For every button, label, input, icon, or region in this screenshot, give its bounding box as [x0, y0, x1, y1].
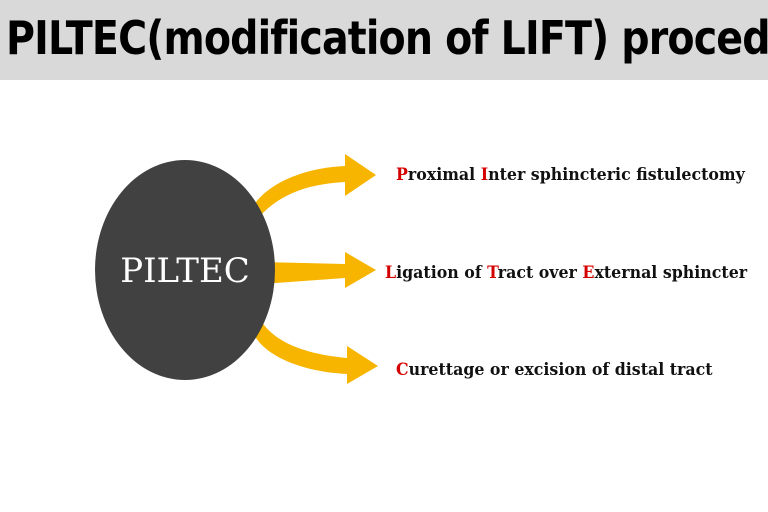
- hub-label: PILTEC: [120, 251, 250, 291]
- hub-circle: [95, 160, 275, 380]
- arrow-lower: [252, 316, 378, 384]
- item-initial-letter: T: [487, 263, 498, 283]
- item-initial-letter: E: [582, 263, 595, 283]
- page-title: PILTEC(modification of LIFT) procedure: [6, 11, 768, 65]
- item-text: igation of: [396, 263, 488, 283]
- arrow-middle: [262, 252, 376, 288]
- item-initial-letter: C: [396, 360, 409, 380]
- item-text: nter sphincteric fistulectomy: [488, 165, 745, 185]
- list-item: Proximal Inter sphincteric fistulectomy: [396, 164, 745, 186]
- arrow-upper: [250, 154, 376, 222]
- item-text: ract over: [497, 263, 583, 283]
- title-bar: PILTEC(modification of LIFT) procedure: [0, 0, 768, 80]
- list-item: Ligation of Tract over External sphincte…: [385, 262, 747, 284]
- list-item: Curettage or excision of distal tract: [396, 359, 713, 381]
- item-text: xternal sphincter: [594, 263, 748, 283]
- item-text: urettage or excision of distal tract: [408, 360, 713, 380]
- item-initial-letter: P: [396, 165, 408, 185]
- item-text: roximal: [407, 165, 481, 185]
- item-initial-letter: L: [385, 263, 397, 283]
- item-initial-letter: I: [480, 165, 489, 185]
